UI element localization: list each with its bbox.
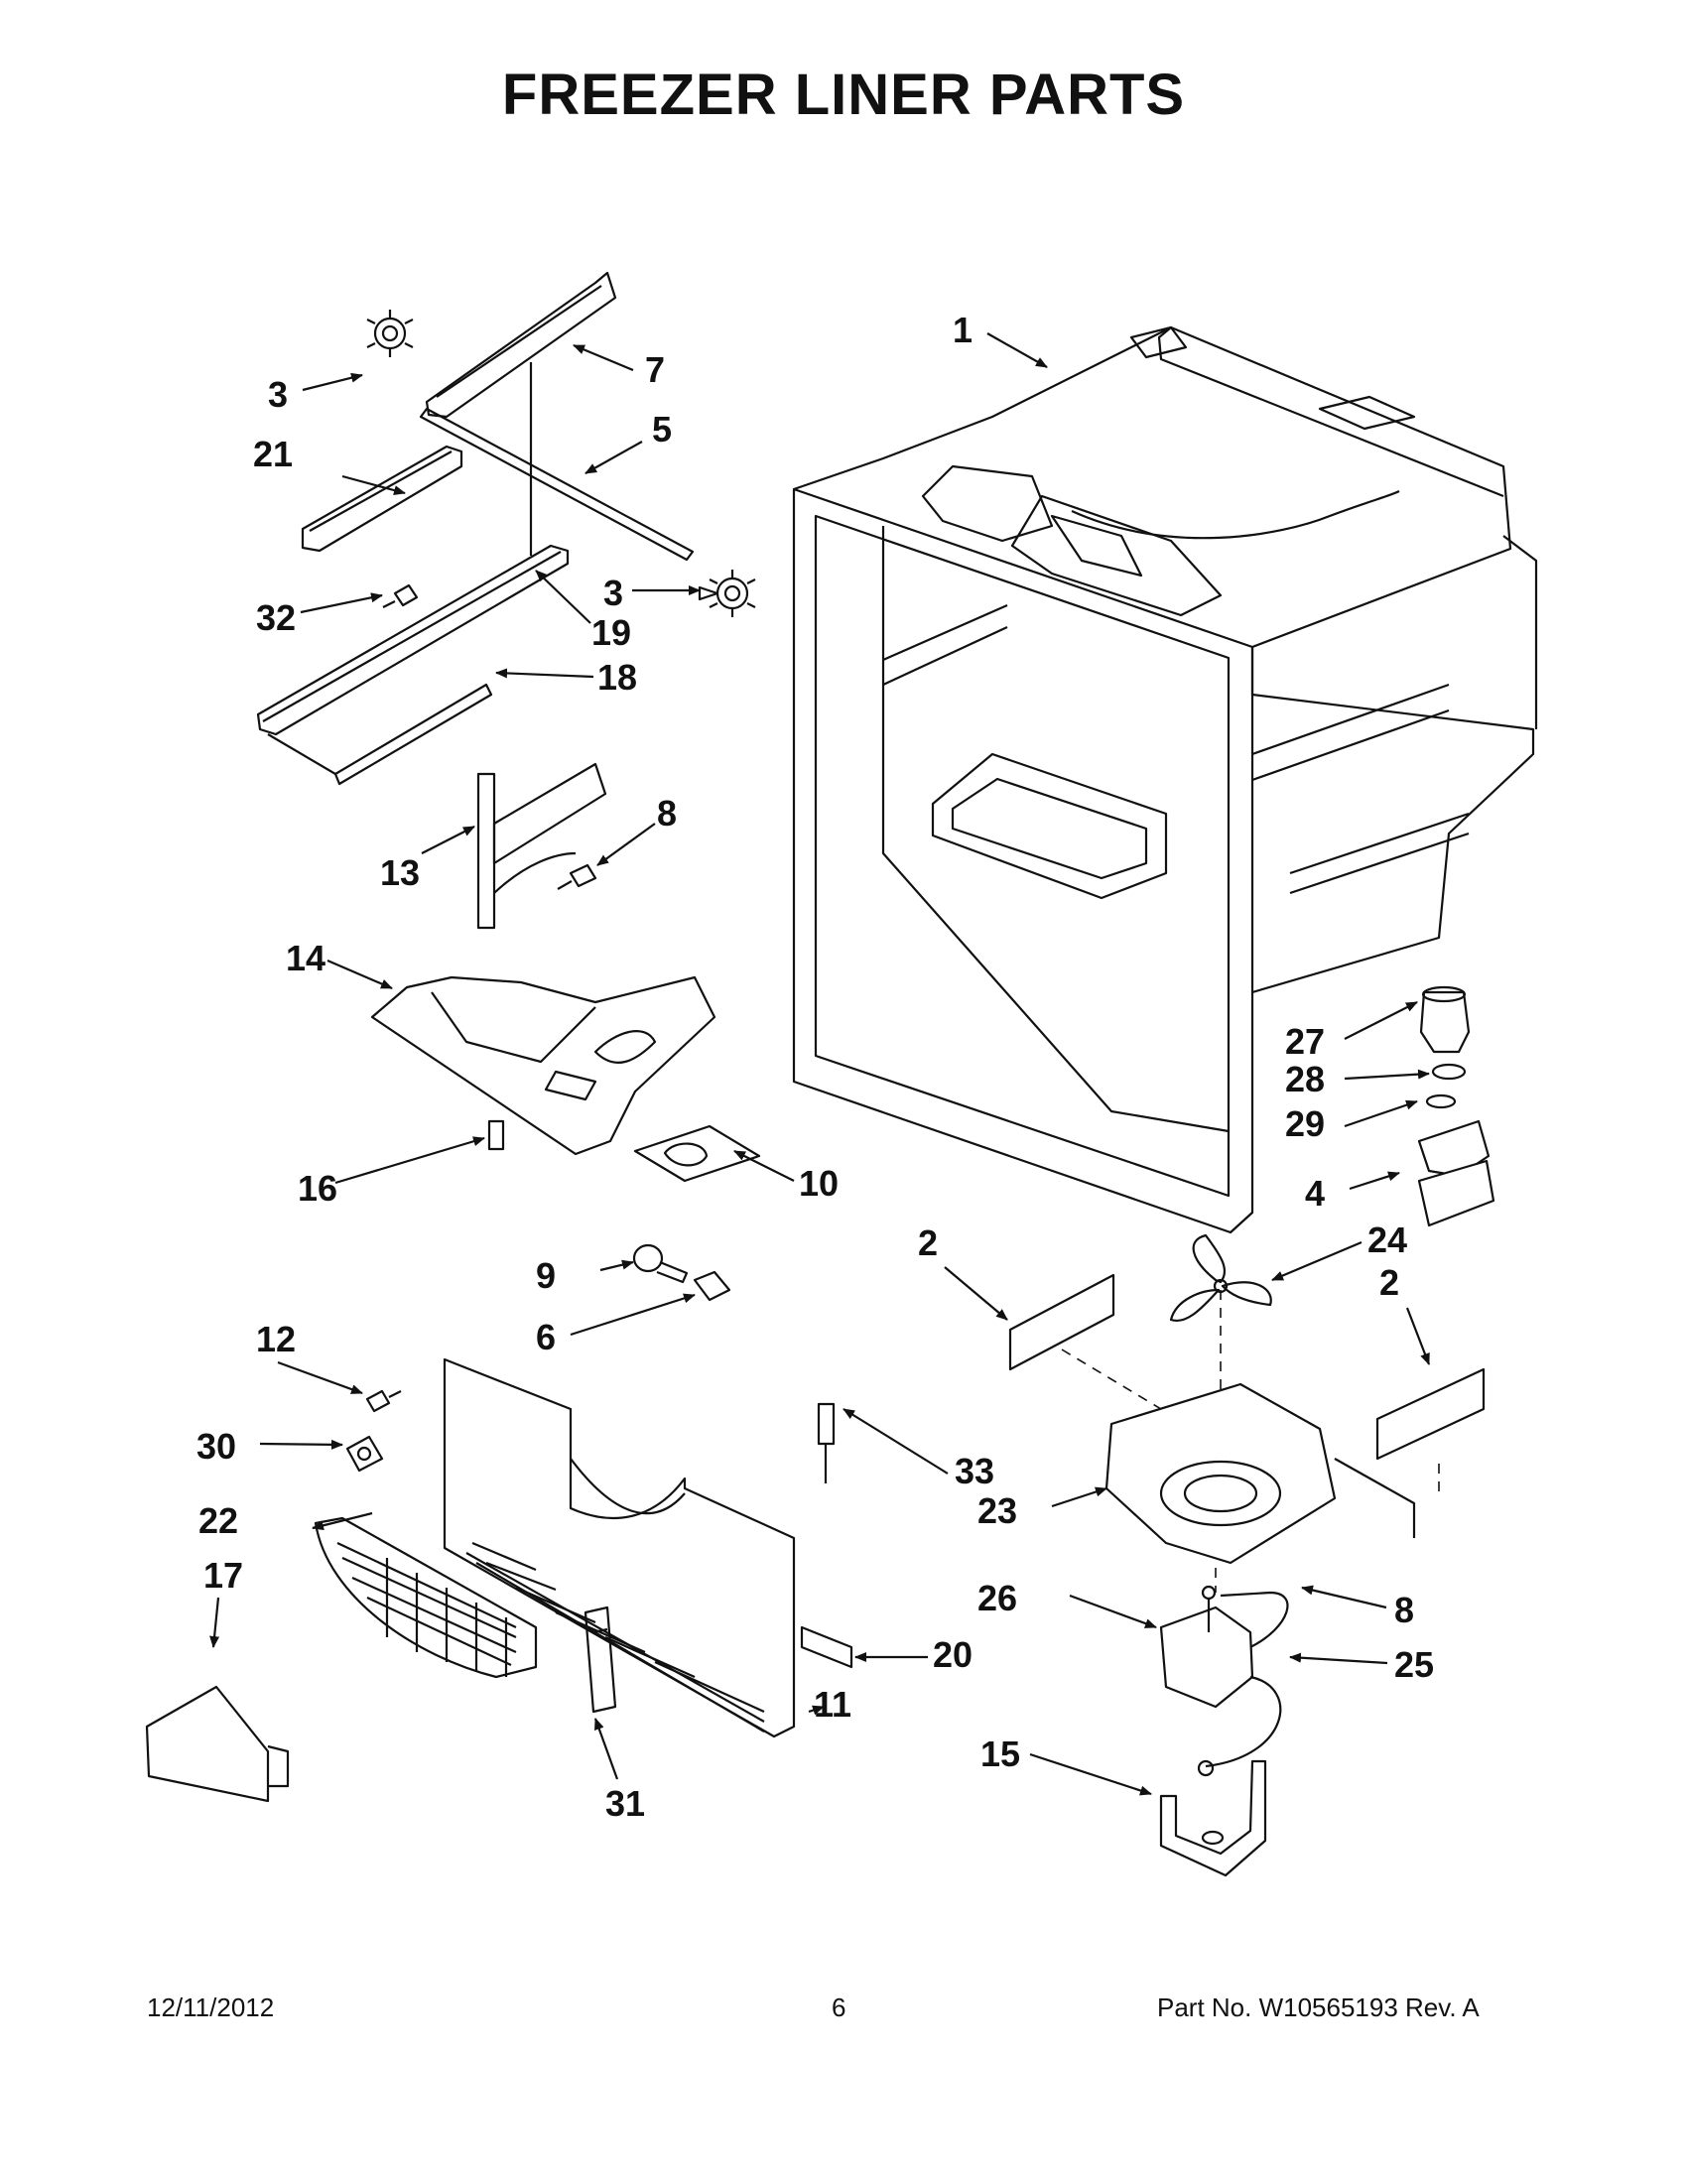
callout-3: 3 (268, 374, 288, 415)
slide-rail-part (256, 362, 570, 736)
damper-cap-part (1419, 985, 1471, 1054)
callout-26: 26 (977, 1578, 1017, 1618)
callout-24: 24 (1367, 1220, 1407, 1260)
callout-22: 22 (198, 1500, 238, 1541)
callout-6: 6 (536, 1317, 556, 1357)
air-duct-part (370, 975, 716, 1156)
callout-21: 21 (253, 434, 293, 474)
mounting-bracket-part (476, 762, 607, 930)
callout-20: 20 (933, 1634, 973, 1675)
thermistor-part (584, 1606, 617, 1714)
freezer-liner-part (792, 325, 1538, 1234)
gasket-sheet-part (633, 1124, 761, 1183)
callout-33: 33 (955, 1451, 994, 1491)
gear-part (366, 310, 414, 357)
damper-seal-part (1425, 1093, 1457, 1109)
callout-13: 13 (380, 852, 420, 893)
screw-part (557, 863, 597, 890)
fan-motor-part (1159, 1585, 1254, 1709)
callout-12: 12 (256, 1319, 296, 1359)
o-ring-part (1431, 1063, 1467, 1081)
lower-rail-part (267, 683, 493, 786)
page-title: FREEZER LINER PARTS (501, 63, 1186, 127)
shaft-part (419, 407, 695, 562)
gear-part (698, 570, 756, 617)
callout-10: 10 (799, 1163, 839, 1204)
callout-17: 17 (203, 1555, 243, 1596)
rail-part (425, 271, 617, 419)
callout-8: 8 (1394, 1590, 1414, 1630)
callout-labels: 1 2 2 3 3 4 5 6 7 8 8 9 10 11 12 13 14 1… (196, 310, 1434, 1824)
callout-23: 23 (977, 1490, 1017, 1531)
screw-part (365, 1389, 402, 1413)
foam-strip-part (800, 1625, 853, 1669)
wire-harness-part (1205, 1591, 1289, 1768)
fan-shroud-part (1104, 1382, 1416, 1565)
motor-bracket-part (1159, 1759, 1267, 1877)
callout-16: 16 (298, 1168, 337, 1209)
footer-part-number: Part No. W10565193 Rev. A (1157, 1992, 1480, 2022)
callout-18: 18 (597, 657, 637, 698)
callout-3: 3 (603, 573, 623, 613)
callout-2: 2 (1379, 1262, 1399, 1303)
callout-9: 9 (536, 1255, 556, 1296)
callout-2: 2 (918, 1222, 938, 1263)
footer-date: 12/11/2012 (147, 1992, 275, 2022)
callout-4: 4 (1305, 1173, 1325, 1214)
callout-arrows (209, 332, 1431, 1796)
light-bulb-part (632, 1243, 689, 1284)
bracket-part (301, 445, 463, 553)
callout-25: 25 (1394, 1644, 1434, 1685)
back-panel-part (443, 1357, 796, 1738)
clip-part (487, 1119, 505, 1151)
screw-part (382, 583, 419, 608)
callout-31: 31 (605, 1783, 645, 1824)
callout-11: 11 (814, 1684, 851, 1725)
callout-8: 8 (657, 793, 677, 834)
cover-part (145, 1685, 290, 1803)
damper-housing-part (1417, 1119, 1495, 1227)
callout-27: 27 (1285, 1021, 1325, 1062)
assembly-guide-lines (1061, 1290, 1440, 1593)
callout-32: 32 (256, 597, 296, 638)
sensor-part (817, 1402, 836, 1483)
callout-29: 29 (1285, 1103, 1325, 1144)
callout-14: 14 (286, 938, 325, 978)
insulation-pad-part (1375, 1367, 1486, 1461)
grille-part (314, 1516, 538, 1679)
switch-part (345, 1435, 384, 1473)
callout-28: 28 (1285, 1059, 1325, 1099)
insulation-pad-part (1008, 1273, 1115, 1371)
callout-5: 5 (652, 409, 672, 450)
callout-19: 19 (591, 612, 631, 653)
callout-1: 1 (953, 310, 973, 350)
socket-part (693, 1270, 731, 1302)
callout-15: 15 (980, 1734, 1020, 1774)
callout-7: 7 (645, 349, 665, 390)
footer-page-number: 6 (832, 1992, 846, 2022)
callout-30: 30 (196, 1426, 236, 1467)
